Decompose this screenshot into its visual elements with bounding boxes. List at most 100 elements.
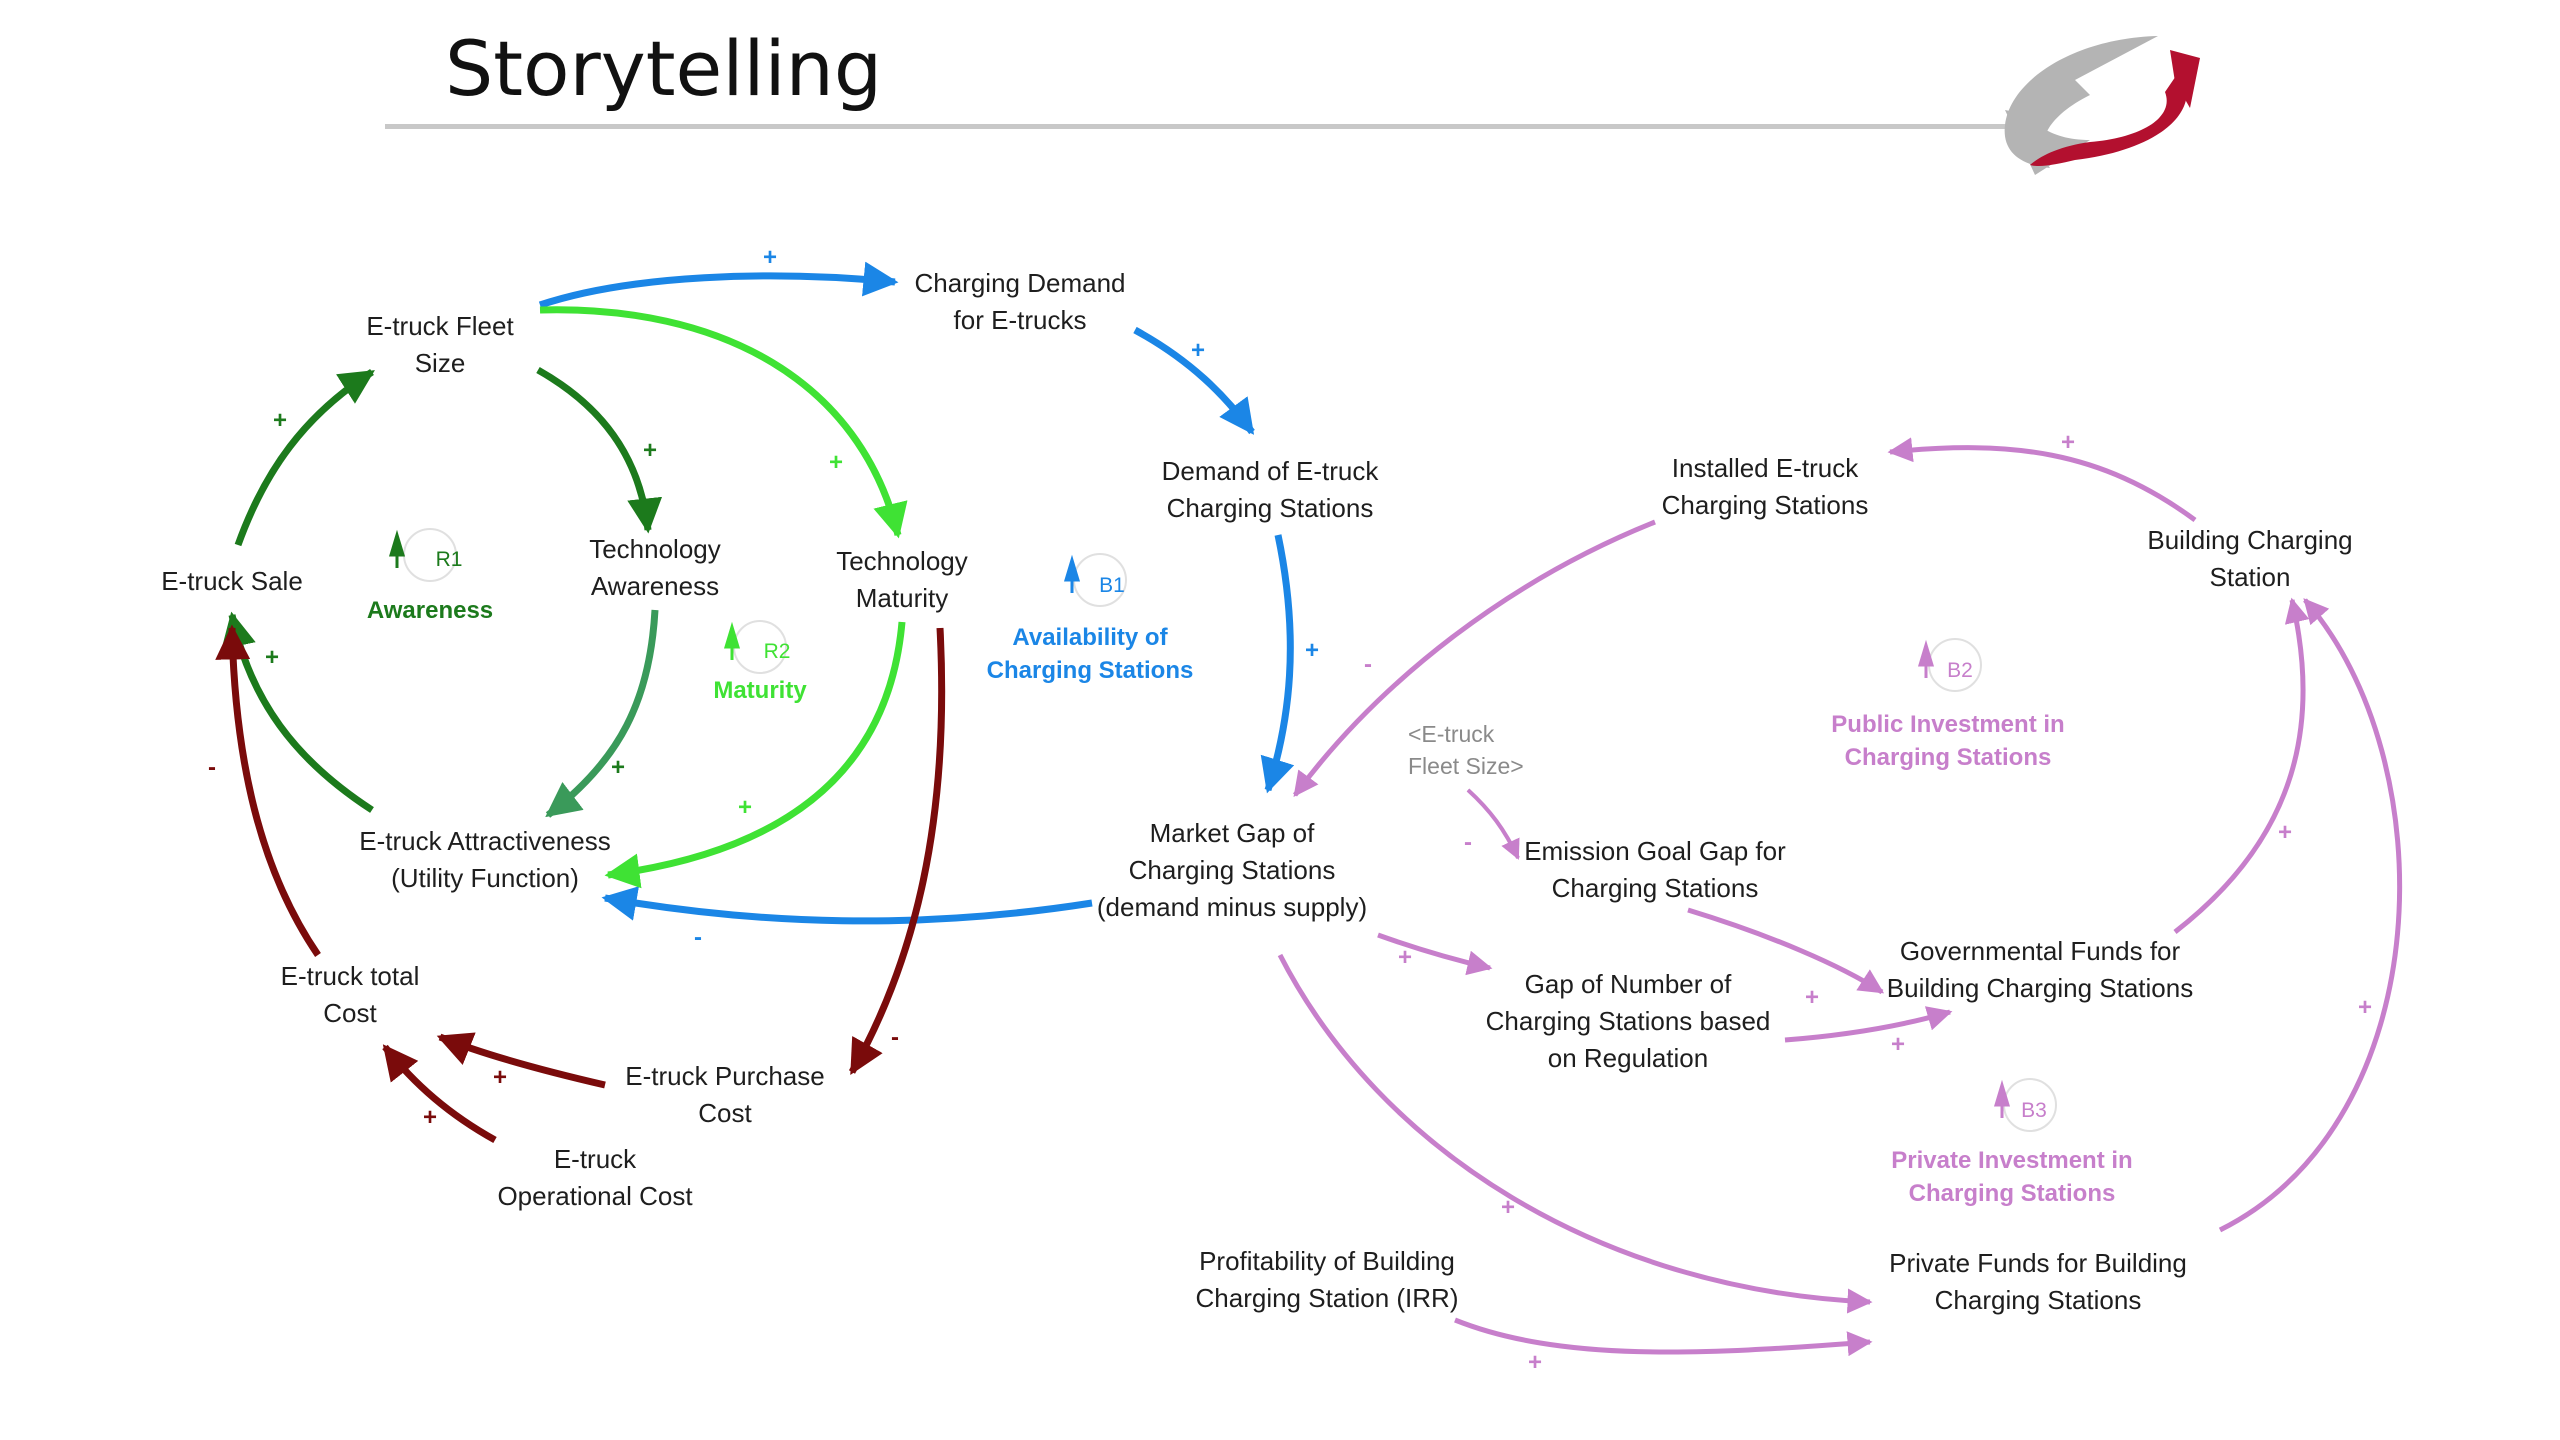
arrow-fleet-to-demand (538, 261, 899, 309)
arrow-regulation-gap-to-gov-funds (1784, 1006, 1953, 1043)
node-tech-maturity-line: Technology (836, 546, 968, 576)
polarity-fleet-to-maturity: + (829, 449, 843, 476)
node-tech-awareness-line: Awareness (591, 571, 719, 601)
node-building-line: Building Charging (2147, 525, 2352, 555)
polarity-gap-to-regulation: + (1398, 944, 1412, 971)
loop-id-b3: B3 (2021, 1099, 2047, 1122)
loop-name-r2: Maturity (713, 677, 807, 704)
node-demand-stations-line: Demand of E-truck (1162, 456, 1380, 486)
polarity-awareness-to-attr: + (611, 754, 625, 781)
node-tech-maturity-line: Maturity (856, 583, 948, 613)
arrow-irr-to-private-funds (1454, 1317, 1873, 1357)
swirl-arrow-logo-icon (2004, 36, 2200, 175)
polarity-cost-to-sale: - (208, 754, 216, 781)
node-purchase-cost-line: E-truck Purchase (625, 1061, 824, 1091)
purple-links (1277, 437, 2403, 1357)
arrow-operational-to-total-cost (382, 1044, 497, 1144)
arrow-gap-to-private-funds (1277, 953, 1873, 1314)
node-operational-cost-line: E-truck (554, 1144, 637, 1174)
node-attractiveness: E-truck Attractiveness(Utility Function) (359, 826, 610, 893)
polarity-gap-to-attr: - (694, 924, 702, 951)
node-demand-stations-line: Charging Stations (1167, 493, 1374, 523)
polarity-attr-to-sale: + (265, 644, 279, 671)
node-market-gap-line: Charging Stations (1129, 855, 1336, 885)
node-fleet-line: E-truck Fleet (366, 311, 514, 341)
polarity-purchase-to-cost: + (493, 1064, 507, 1091)
node-building-line: Station (2210, 562, 2291, 592)
polarity-operational-to-cost: + (423, 1104, 437, 1131)
arrow-shadow-fleet-to-emission-overlay (1466, 788, 1520, 860)
arrow-sale-to-fleet (234, 369, 375, 547)
node-market-gap: Market Gap of Charging Stations (demand mi… (1097, 818, 1367, 922)
loop-name-b3-line: Charging Stations (1909, 1180, 2116, 1207)
node-market-gap-line: Market Gap of (1150, 818, 1316, 848)
arrow-gov-funds-to-building (2173, 597, 2310, 934)
polarity-maturity-to-attr: + (738, 794, 752, 821)
arrow-installed-to-gap (1292, 519, 1656, 798)
arrow-awareness-to-attractiveness (545, 609, 659, 818)
node-shadow-fleet-size-line: <E-truck (1408, 721, 1495, 747)
arrow-attractiveness-to-sale (221, 611, 374, 813)
polarity-private-to-building: + (2358, 994, 2372, 1021)
polarity-sale-to-fleet: + (273, 407, 287, 434)
polarity-shadow-to-emission: - (1464, 829, 1472, 856)
loop-name-b1-line: Charging Stations (987, 657, 1194, 684)
node-purchase-cost-line: Cost (698, 1098, 752, 1128)
node-emission-gap-line: Emission Goal Gap for (1524, 836, 1786, 866)
node-gov-funds-line: Governmental Funds for (1900, 936, 2181, 966)
arrow-fleet-to-maturity (539, 306, 908, 539)
node-attractiveness-line: (Utility Function) (391, 863, 579, 893)
loop-id-b1: B1 (1099, 574, 1125, 597)
blue-links (538, 261, 1295, 925)
arrow-emission-gap-to-gov-funds (1687, 907, 1885, 995)
loop-name-r1-line: Awareness (367, 597, 493, 624)
node-total-cost-line: E-truck total (281, 961, 420, 991)
loop-b2-arrow-icon (1917, 639, 1935, 678)
loop-id-r1: R1 (436, 548, 463, 571)
arrow-total-cost-to-sale (215, 624, 321, 957)
arrow-fleet-to-awareness (536, 366, 663, 534)
arrow-stations-to-gap (1260, 534, 1295, 794)
loop-name-b3-line: Private Investment in (1891, 1147, 2132, 1174)
node-sale: E-truck Sale (161, 566, 303, 596)
loop-markers (388, 528, 2057, 1132)
polarity-emission-to-gov: + (1891, 1031, 1905, 1058)
node-gov-funds-line: Building Charging Stations (1887, 973, 2193, 1003)
node-market-gap-line: (demand minus supply) (1097, 892, 1367, 922)
node-shadow-fleet-size-line: Fleet Size> (1408, 753, 1524, 779)
arrow-demand-to-stations (1133, 326, 1255, 435)
red-links (215, 624, 946, 1144)
node-tech-awareness-line: Technology (589, 534, 721, 564)
arrow-building-to-installed (1887, 437, 2197, 523)
node-operational-cost-line: Operational Cost (497, 1181, 693, 1211)
polarity-irr-to-private: + (1528, 1349, 1542, 1376)
arrow-maturity-to-attractiveness (604, 621, 906, 889)
arrow-gap-to-attractiveness (601, 886, 1093, 925)
polarity-gov-to-building: + (2278, 819, 2292, 846)
node-regulation-gap-line: Charging Stations based (1486, 1006, 1771, 1036)
arrow-maturity-to-purchase-cost (848, 627, 946, 1076)
slide-title: Storytelling (445, 24, 882, 113)
arrow-private-funds-to-building (2218, 598, 2403, 1233)
node-installed-line: Charging Stations (1662, 490, 1869, 520)
node-private-funds-line: Charging Stations (1935, 1285, 2142, 1315)
loop-name-b2-line: Charging Stations (1845, 744, 2052, 771)
polarity-gap-to-private: + (1501, 1194, 1515, 1221)
loop-b1-arrow-icon (1063, 554, 1081, 593)
loop-b3-arrow-icon (1993, 1079, 2011, 1118)
